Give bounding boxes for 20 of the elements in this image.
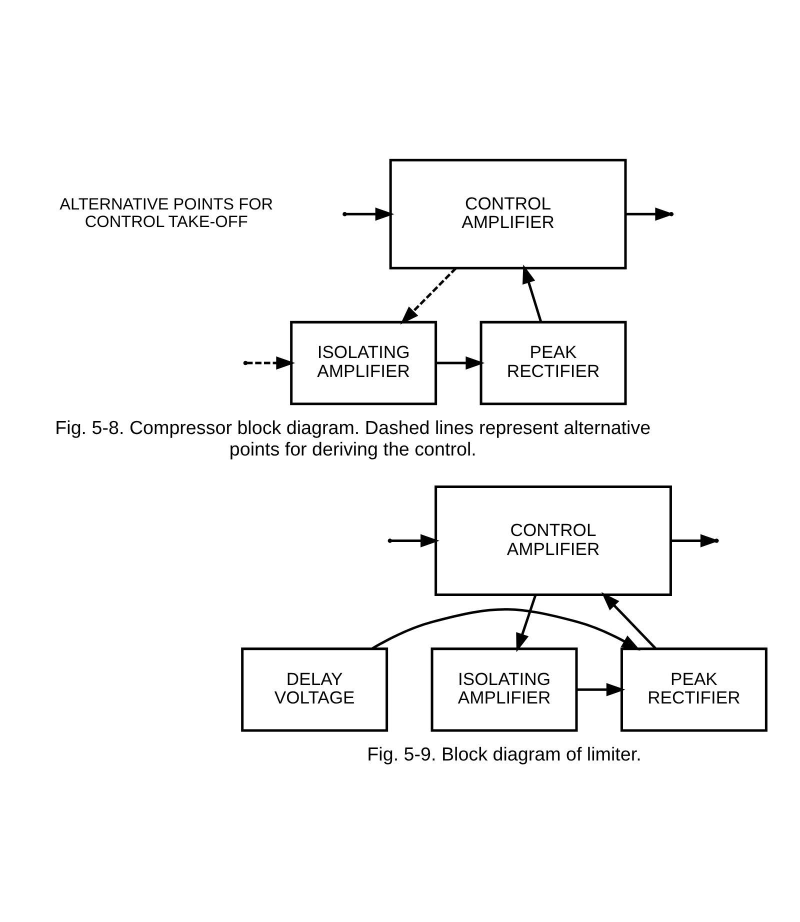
node-box: PEAK RECTIFIER: [480, 320, 627, 406]
arrow: [522, 264, 542, 322]
arrow: [576, 683, 626, 696]
node-box: CONTROL AMPLIFIER: [389, 158, 627, 270]
arrow: [400, 267, 457, 325]
arrow: [516, 594, 537, 652]
arrow: [246, 356, 296, 370]
label: Fig. 5-8. Compressor block diagram. Dashed lines represent alternative points for deriving the control.: [55, 416, 651, 460]
arrow: [346, 208, 394, 221]
arrow: [601, 592, 657, 650]
label: ALTERNATIVE POINTS FOR CONTROL TAKE-OFF: [60, 196, 274, 232]
node-box: ISOLATING AMPLIFIER: [290, 320, 438, 406]
arrow: [436, 356, 485, 370]
node-box: CONTROL AMPLIFIER: [434, 486, 672, 596]
arrow: [371, 608, 640, 651]
label: Fig. 5-9. Block diagram of limiter.: [367, 744, 642, 765]
node-box: PEAK RECTIFIER: [620, 648, 768, 732]
arrow: [390, 534, 440, 548]
node-box: ISOLATING AMPLIFIER: [430, 648, 578, 732]
node-box: DELAY VOLTAGE: [241, 648, 388, 732]
